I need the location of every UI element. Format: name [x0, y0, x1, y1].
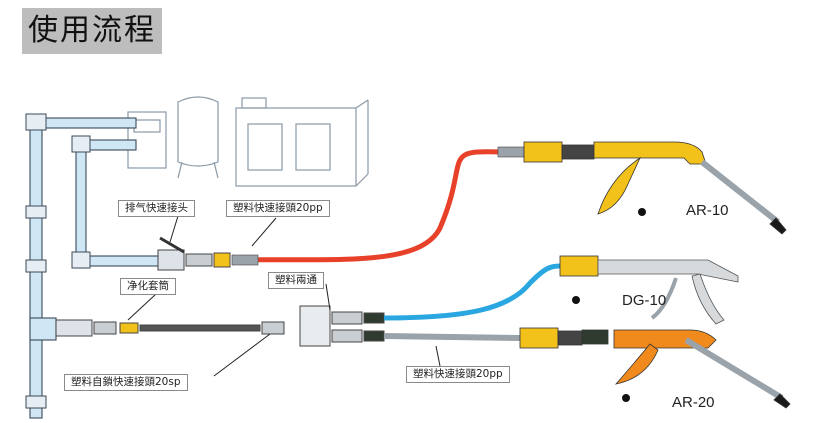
exhaust-coupler-part — [157, 236, 231, 271]
label-plastic-selflock-20sp: 塑料自鎖快速接頭20sp — [64, 374, 188, 391]
label-exhaust-coupler: 排气快速接头 — [118, 200, 195, 217]
ar10-gun — [593, 141, 787, 235]
two-way-part — [299, 305, 385, 347]
label-plastic-coupler-20pp-bottom: 塑料快速接頭20pp — [406, 366, 510, 383]
diagram-artwork — [25, 96, 791, 419]
model-dg10: DG-10 — [622, 292, 667, 309]
label-plastic-two-way: 塑料兩通 — [268, 272, 324, 289]
dg10-gun — [597, 259, 739, 325]
marker-dot-ar10 — [638, 208, 646, 216]
callout-lines — [127, 215, 441, 377]
yellow-couplers — [519, 141, 599, 349]
marker-dot-dg10 — [572, 296, 580, 304]
marker-dot-ar20 — [622, 394, 630, 402]
model-ar20: AR-20 — [672, 394, 715, 411]
label-plastic-coupler-20pp-top: 塑料快速接頭20pp — [226, 200, 330, 217]
pipe-fittings — [25, 113, 91, 409]
red-hose — [239, 149, 501, 263]
ar20-gun — [581, 329, 791, 409]
label-clean-sleeve: 净化套筒 — [120, 278, 176, 295]
clean-sleeve-part — [55, 319, 285, 337]
gray-hose — [383, 333, 521, 341]
page-title: 使用流程 — [22, 8, 162, 54]
air-compressor — [127, 96, 369, 187]
model-ar10: AR-10 — [686, 202, 729, 219]
blue-hose — [383, 263, 561, 321]
pipework — [29, 117, 161, 419]
usage-flow-diagram: 排气快速接头 塑料快速接頭20pp 净化套筒 塑料兩通 塑料快速接頭20pp 塑… — [0, 78, 814, 423]
